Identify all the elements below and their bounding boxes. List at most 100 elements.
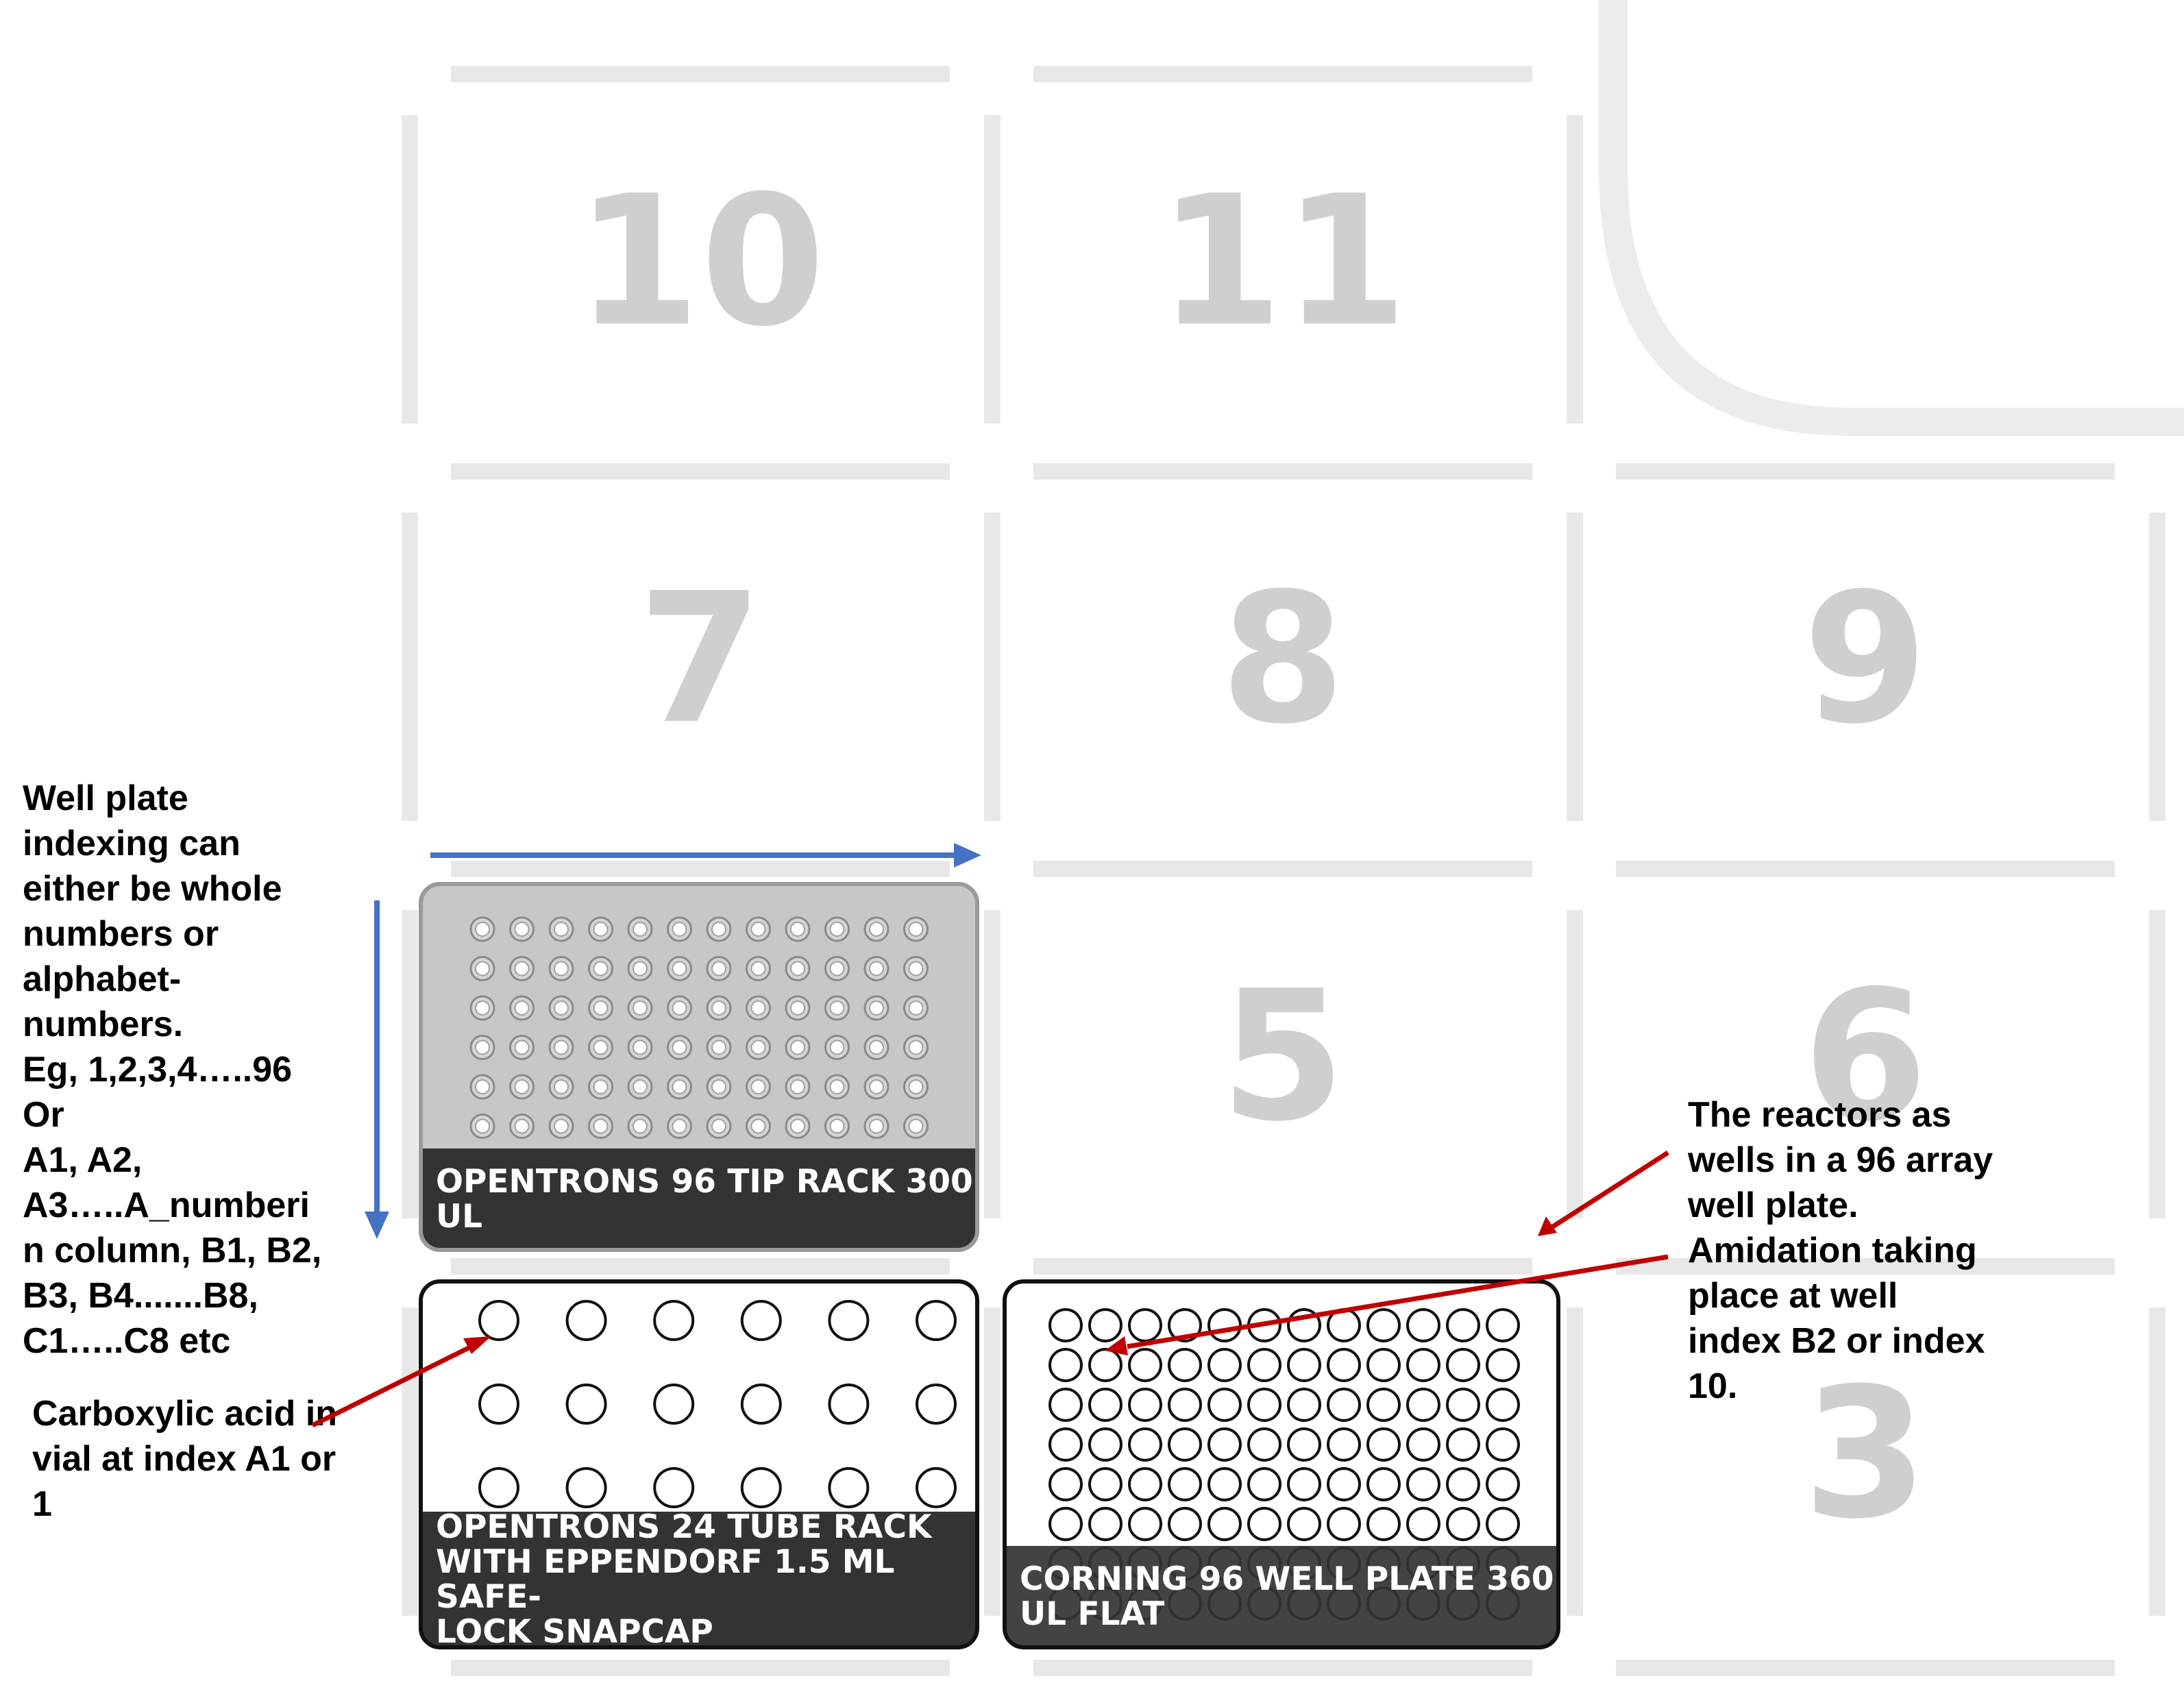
plate-well[interactable] xyxy=(1406,1427,1440,1462)
tip-well[interactable] xyxy=(824,1114,850,1139)
tip-well[interactable] xyxy=(824,1074,850,1100)
tip-well[interactable] xyxy=(746,916,771,942)
plate-well[interactable] xyxy=(1048,1348,1083,1382)
plate-well[interactable] xyxy=(1168,1308,1202,1342)
tip-well[interactable] xyxy=(627,1114,653,1139)
tip-well[interactable] xyxy=(548,1035,574,1060)
tube-well[interactable] xyxy=(565,1300,607,1341)
plate-well[interactable] xyxy=(1406,1348,1440,1382)
plate-well[interactable] xyxy=(1048,1308,1083,1342)
plate-well[interactable] xyxy=(1207,1348,1242,1382)
plate-well[interactable] xyxy=(1486,1388,1520,1422)
plate-well[interactable] xyxy=(1486,1348,1520,1382)
tube-well[interactable] xyxy=(916,1300,957,1341)
plate-well[interactable] xyxy=(1486,1308,1520,1342)
plate-well[interactable] xyxy=(1168,1388,1202,1422)
tube-well[interactable] xyxy=(653,1300,695,1341)
tip-well[interactable] xyxy=(548,1114,574,1139)
plate-well[interactable] xyxy=(1088,1507,1122,1541)
tip-well[interactable] xyxy=(469,1035,495,1060)
tip-well[interactable] xyxy=(706,1114,732,1139)
tip-well[interactable] xyxy=(746,995,771,1021)
tip-well[interactable] xyxy=(863,995,889,1021)
tip-well[interactable] xyxy=(785,1074,811,1100)
tip-well[interactable] xyxy=(903,995,929,1021)
plate-well[interactable] xyxy=(1088,1467,1122,1501)
tube-well[interactable] xyxy=(740,1300,782,1341)
plate-well[interactable] xyxy=(1207,1388,1242,1422)
plate-well[interactable] xyxy=(1366,1348,1401,1382)
plate-well[interactable] xyxy=(1207,1467,1242,1501)
tip-well[interactable] xyxy=(667,995,692,1021)
plate-well[interactable] xyxy=(1366,1388,1401,1422)
tip-well[interactable] xyxy=(667,1114,692,1139)
tube-well[interactable] xyxy=(916,1467,957,1508)
plate-well[interactable] xyxy=(1327,1467,1361,1501)
plate-well[interactable] xyxy=(1128,1467,1162,1501)
tip-well[interactable] xyxy=(785,995,811,1021)
tip-well[interactable] xyxy=(746,1035,771,1060)
tip-well[interactable] xyxy=(588,1074,613,1100)
plate-well[interactable] xyxy=(1366,1507,1401,1541)
plate-well[interactable] xyxy=(1406,1388,1440,1422)
tip-well[interactable] xyxy=(469,1074,495,1100)
plate-well[interactable] xyxy=(1287,1467,1321,1501)
tip-well[interactable] xyxy=(548,916,574,942)
plate-well[interactable] xyxy=(1446,1427,1480,1462)
tip-well[interactable] xyxy=(588,1114,613,1139)
tube-well[interactable] xyxy=(478,1384,519,1425)
tip-well[interactable] xyxy=(509,995,535,1021)
tube-well[interactable] xyxy=(828,1300,870,1341)
plate-well[interactable] xyxy=(1287,1507,1321,1541)
plate-well[interactable] xyxy=(1168,1348,1202,1382)
tip-well[interactable] xyxy=(667,1074,692,1100)
plate-well[interactable] xyxy=(1048,1388,1083,1422)
tip-well[interactable] xyxy=(548,995,574,1021)
well-plate[interactable] xyxy=(1003,1279,1560,1649)
plate-well[interactable] xyxy=(1128,1427,1162,1462)
tip-well[interactable] xyxy=(824,956,850,981)
tube-well[interactable] xyxy=(478,1300,519,1341)
tip-well[interactable] xyxy=(863,1035,889,1060)
plate-well[interactable] xyxy=(1128,1507,1162,1541)
tip-well[interactable] xyxy=(588,995,613,1021)
tip-well[interactable] xyxy=(667,956,692,981)
tip-well[interactable] xyxy=(509,916,535,942)
plate-well[interactable] xyxy=(1486,1507,1520,1541)
tip-well[interactable] xyxy=(706,916,732,942)
tube-well[interactable] xyxy=(828,1467,870,1508)
tube-well[interactable] xyxy=(653,1384,695,1425)
tip-well[interactable] xyxy=(627,916,653,942)
plate-well[interactable] xyxy=(1128,1308,1162,1342)
plate-well[interactable] xyxy=(1327,1348,1361,1382)
plate-well[interactable] xyxy=(1486,1467,1520,1501)
tip-well[interactable] xyxy=(785,1114,811,1139)
tip-well[interactable] xyxy=(509,1114,535,1139)
tip-well[interactable] xyxy=(706,1074,732,1100)
plate-well[interactable] xyxy=(1168,1427,1202,1462)
tip-well[interactable] xyxy=(509,956,535,981)
plate-well[interactable] xyxy=(1247,1467,1281,1501)
plate-well[interactable] xyxy=(1088,1388,1122,1422)
plate-well[interactable] xyxy=(1048,1507,1083,1541)
tip-well[interactable] xyxy=(667,1035,692,1060)
tip-well[interactable] xyxy=(706,995,732,1021)
plate-well[interactable] xyxy=(1366,1308,1401,1342)
tip-well[interactable] xyxy=(667,916,692,942)
tip-well[interactable] xyxy=(509,1074,535,1100)
tip-well[interactable] xyxy=(509,1035,535,1060)
tip-well[interactable] xyxy=(863,956,889,981)
tube-rack[interactable] xyxy=(419,1279,979,1649)
tip-well[interactable] xyxy=(785,956,811,981)
plate-well[interactable] xyxy=(1446,1308,1480,1342)
plate-well[interactable] xyxy=(1406,1507,1440,1541)
tip-rack[interactable] xyxy=(419,882,979,1252)
plate-well[interactable] xyxy=(1446,1467,1480,1501)
tip-well[interactable] xyxy=(746,1114,771,1139)
plate-well[interactable] xyxy=(1168,1507,1202,1541)
plate-well[interactable] xyxy=(1446,1507,1480,1541)
tip-well[interactable] xyxy=(824,916,850,942)
tip-well[interactable] xyxy=(746,956,771,981)
tip-well[interactable] xyxy=(785,916,811,942)
plate-well[interactable] xyxy=(1088,1348,1122,1382)
